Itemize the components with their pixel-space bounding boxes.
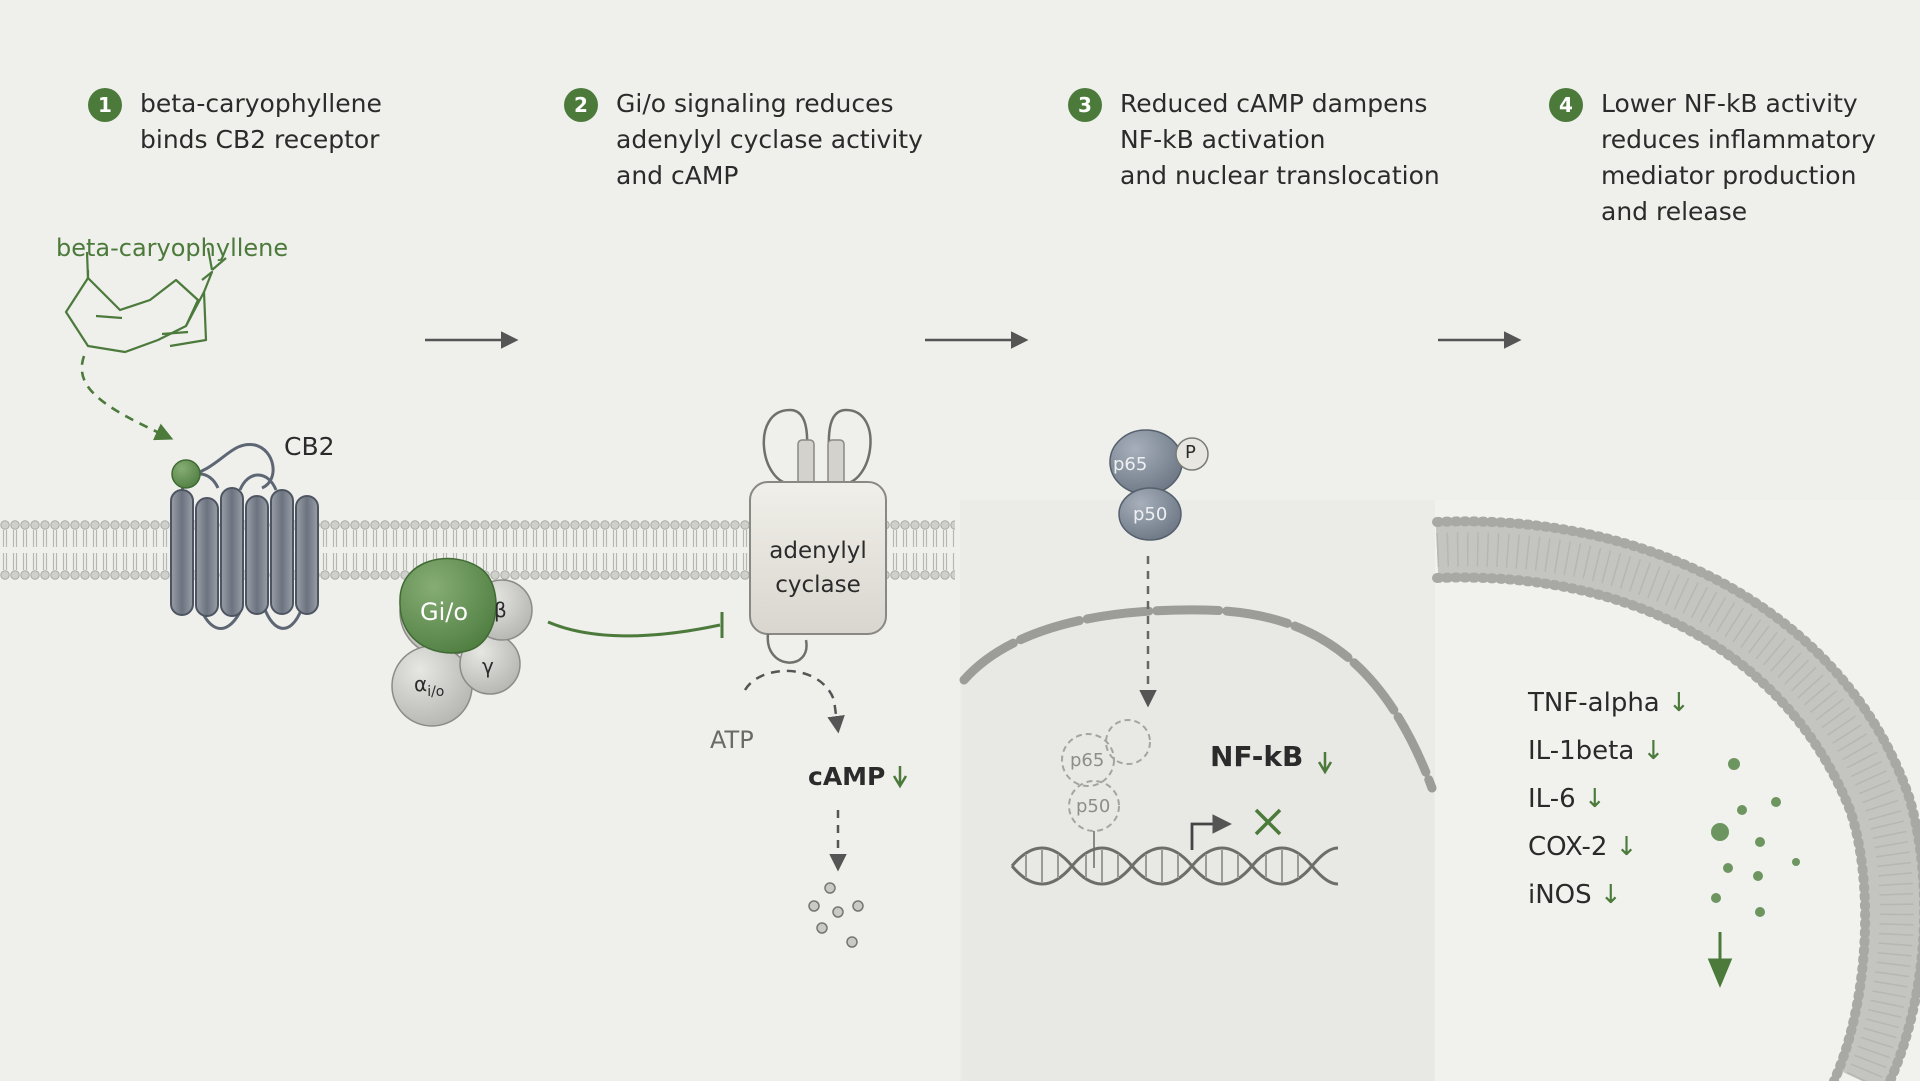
cell-membrane-right-body xyxy=(1435,520,1920,1081)
step-1-line-2: binds CB2 receptor xyxy=(140,125,380,154)
step-3-badge: 3 xyxy=(1068,88,1102,122)
step-4-text: Lower NF-kB activity reduces inflammator… xyxy=(1601,86,1920,230)
adenylyl-cyclase-label: adenylyl cyclase xyxy=(750,534,886,602)
gi-o-subunit xyxy=(399,557,497,654)
cytokine-label: COX-2 xyxy=(1528,832,1608,862)
cytokine-label: TNF-alpha xyxy=(1528,688,1660,718)
adenylyl-cyclase-line-2: cyclase xyxy=(775,572,861,598)
cytokine-label: IL-6 xyxy=(1528,784,1576,814)
step-1-line-1: beta-caryophyllene xyxy=(140,89,382,118)
p65-label: p65 xyxy=(1113,454,1148,475)
step-2-text: Gi/o signaling reduces adenylyl cyclase … xyxy=(616,86,976,194)
camp-down-arrow xyxy=(892,766,908,789)
p50-label: p50 xyxy=(1133,504,1168,525)
step-2-line-1: Gi/o signaling reduces xyxy=(616,89,894,118)
cytokine-il-6: IL-6 ↓ xyxy=(1528,784,1606,814)
nfkb-down-arrow xyxy=(1317,752,1333,775)
dna-base-pairs xyxy=(1025,850,1299,882)
down-arrow-icon: ↓ xyxy=(1599,880,1622,910)
step-3-text: Reduced cAMP dampens NF-kB activation an… xyxy=(1120,86,1480,194)
cytokine-tnf-alpha: TNF-alpha ↓ xyxy=(1528,688,1690,718)
alpha-symbol: α xyxy=(414,672,428,696)
adenylyl-cyclase xyxy=(749,408,887,664)
atp-conversion-arrow xyxy=(743,669,845,734)
inactive-p65-label: p65 xyxy=(1070,750,1105,771)
nfkb-label: NF-kB xyxy=(1210,740,1304,773)
mediator-particles xyxy=(1711,758,1800,917)
step-3-line-1: Reduced cAMP dampens xyxy=(1120,89,1428,118)
atp-label: ATP xyxy=(710,726,754,754)
step-2-badge: 2 xyxy=(564,88,598,122)
step-4-line-4: and release xyxy=(1601,197,1748,226)
step-2-line-2: adenylyl cyclase activity xyxy=(616,125,923,154)
inhibition-line xyxy=(547,620,721,638)
step-1-badge: 1 xyxy=(88,88,122,122)
cytokine-label: iNOS xyxy=(1528,880,1592,910)
gi-o-label: Gi/o xyxy=(420,598,469,626)
down-arrow-icon: ↓ xyxy=(1615,832,1638,862)
step-1-text: beta-caryophyllene binds CB2 receptor xyxy=(140,86,500,158)
phosphate-group xyxy=(1175,437,1209,471)
step-4-line-3: mediator production xyxy=(1601,161,1857,190)
alpha-subunit-label: αi/o xyxy=(414,672,444,700)
nfkb-complex xyxy=(1109,429,1209,541)
g-protein-complex xyxy=(391,557,533,727)
camp-label: cAMP xyxy=(808,762,886,791)
beta-subunit-label: β xyxy=(494,598,507,622)
gamma-subunit-label: γ xyxy=(482,654,494,678)
adenylyl-cyclase-line-1: adenylyl xyxy=(769,538,867,564)
step-2-line-3: and cAMP xyxy=(616,161,739,190)
beta-caryophyllene-structure xyxy=(64,247,227,354)
transcription-blocked-x xyxy=(1254,808,1282,836)
alpha-subscript: i/o xyxy=(427,684,445,700)
nucleus xyxy=(962,611,1434,1081)
transcription-start-arrow xyxy=(1190,814,1232,850)
inactive-nfkb xyxy=(1061,719,1151,832)
cytokine-inos: iNOS ↓ xyxy=(1528,880,1622,910)
camp-molecules xyxy=(808,882,864,948)
receptor-label: CB2 xyxy=(284,432,335,461)
nuclear-envelope xyxy=(959,605,1437,793)
membrane-outer-heads xyxy=(1432,516,1920,1081)
step-3-line-2: NF-kB activation xyxy=(1120,125,1326,154)
step-4-line-1: Lower NF-kB activity xyxy=(1601,89,1858,118)
cb2-receptor xyxy=(170,442,319,630)
release-down-arrow xyxy=(1707,932,1733,988)
down-arrow-icon: ↓ xyxy=(1668,688,1690,718)
ligand-label: beta-caryophyllene xyxy=(56,234,289,262)
cytokine-label: IL-1beta xyxy=(1528,736,1635,766)
step-4-badge: 4 xyxy=(1549,88,1583,122)
cytokine-cox-2: COX-2 ↓ xyxy=(1528,832,1637,862)
bound-ligand xyxy=(171,459,201,489)
p50-protein xyxy=(1118,487,1182,541)
phosphate-label: P xyxy=(1185,442,1196,463)
inactive-p50-label: p50 xyxy=(1076,796,1111,817)
membrane-inner-heads xyxy=(1432,572,1871,1081)
dna-helix xyxy=(1010,846,1339,886)
binding-arrow xyxy=(80,355,174,441)
cytokine-il-1beta: IL-1beta ↓ xyxy=(1528,736,1664,766)
down-arrow-icon: ↓ xyxy=(1642,736,1665,766)
down-arrow-icon: ↓ xyxy=(1583,784,1606,814)
step-4-line-2: reduces inflammatory xyxy=(1601,125,1876,154)
step-3-line-3: and nuclear translocation xyxy=(1120,161,1440,190)
